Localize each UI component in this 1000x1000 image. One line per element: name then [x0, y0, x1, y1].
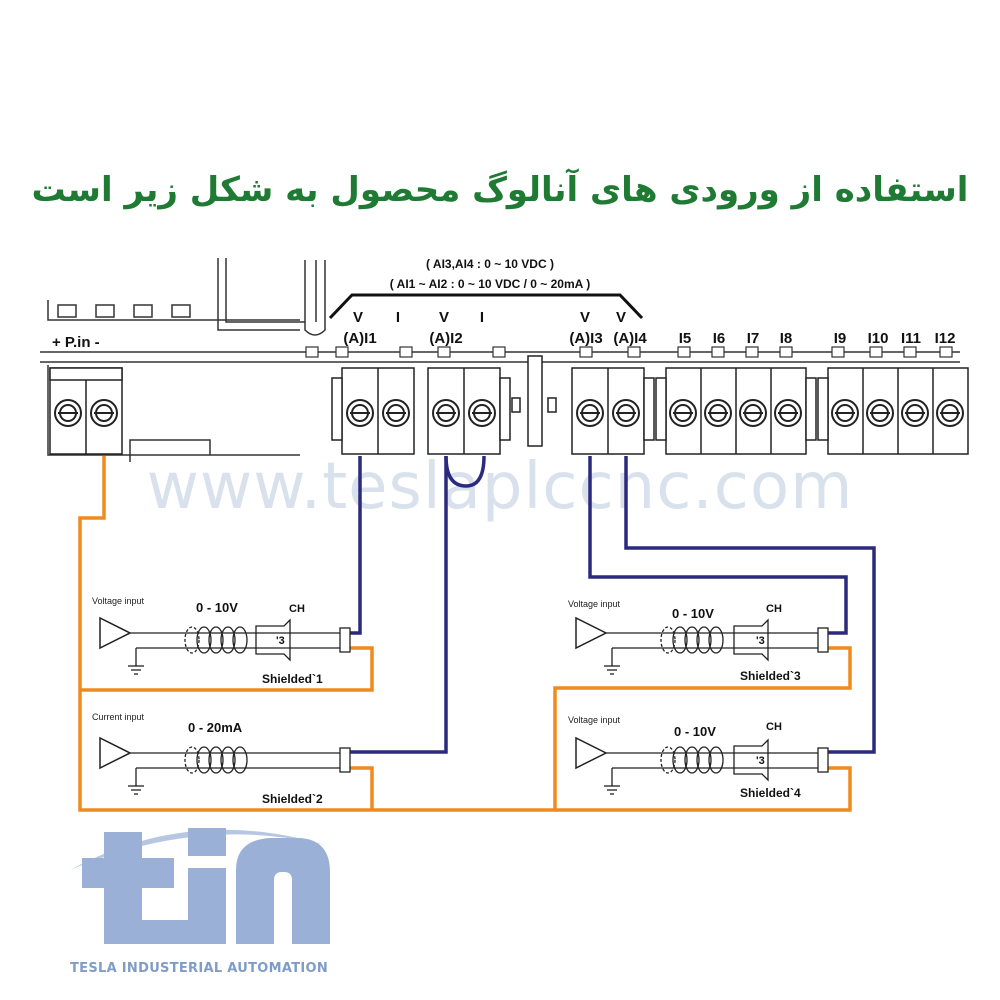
terminal-label: (A)I3 [569, 330, 602, 347]
sensor-type-label: Voltage input [92, 596, 145, 606]
watermark-text: www.teslaplccnc.com [147, 450, 854, 524]
sensor-amplifier-icon [575, 736, 608, 770]
sensor-current-2: Current input 0 - 20mA Shielded`2 [92, 712, 351, 806]
range-note-ai34: ( AI3,AI4 : 0 ~ 10 VDC ) [426, 257, 554, 271]
terminal-label: I11 [901, 330, 921, 347]
terminal-label: (A)I1 [343, 330, 376, 347]
sensor-type-label: Voltage input [568, 715, 621, 725]
sensor-range-label: 0 - 10V [672, 606, 714, 621]
sub-labels: V I V I V V [353, 309, 626, 326]
sensor-range-label: 0 - 10V [196, 600, 238, 615]
channel-label: CH [766, 603, 782, 615]
range-note-ai12: ( AI1 ~ AI2 : 0 ~ 10 VDC / 0 ~ 20mA ) [390, 277, 590, 291]
sensor-voltage-4: Voltage input 0 - 10V CH '3 Shielded`4 [568, 715, 829, 800]
shield-label: Shielded`1 [262, 672, 323, 686]
terminal-label: I8 [780, 330, 793, 347]
terminal-label: I7 [747, 330, 760, 347]
node-label: '3 [756, 635, 765, 647]
terminal-label: (A)I4 [613, 330, 647, 347]
rail-tabs [305, 346, 953, 358]
shield-label: Shielded`4 [740, 786, 801, 800]
sensor-voltage-1: Voltage input 0 - 10V CH '3 Shielded`1 [92, 596, 351, 686]
channel-label: CH [766, 721, 782, 733]
channel-label: CH [289, 603, 305, 615]
sensor-range-label: 0 - 10V [674, 724, 716, 739]
terminal-label: I10 [868, 330, 889, 347]
sensor-range-label: 0 - 20mA [188, 720, 243, 735]
sensor-amplifier-icon [575, 616, 608, 650]
sub-label: I [480, 309, 484, 326]
common-wires [78, 456, 852, 812]
sensor-type-label: Current input [92, 712, 145, 722]
sensor-amplifier-icon [99, 616, 132, 650]
page-title: استفاده از ورودی های آنالوگ محصول به شکل… [31, 170, 969, 210]
sub-label: V [439, 309, 449, 326]
sensor-type-label: Voltage input [568, 599, 621, 609]
node-label: '3 [276, 635, 285, 647]
separator-marker [511, 397, 521, 413]
signal-wires [350, 455, 876, 754]
shield-label: Shielded`3 [740, 669, 801, 683]
shield-label: Shielded`2 [262, 792, 323, 806]
logo-mark [82, 828, 330, 944]
terminal-label: I9 [834, 330, 847, 347]
logo-text: TESLA INDUSTERIAL AUTOMATION [70, 961, 328, 976]
sub-label: V [580, 309, 590, 326]
terminal-label: I5 [679, 330, 692, 347]
analog-bracket [328, 293, 644, 320]
sub-label: I [396, 309, 400, 326]
terminal-label: I6 [713, 330, 726, 347]
sub-label: V [353, 309, 363, 326]
terminal-label: (A)I2 [429, 330, 462, 347]
screw-heads [54, 399, 964, 427]
separator-marker [547, 397, 557, 413]
company-logo: TESLA INDUSTERIAL AUTOMATION [70, 828, 330, 976]
sensor-voltage-3: Voltage input 0 - 10V CH '3 Shielded`3 [568, 599, 829, 683]
sensor-amplifier-icon [99, 736, 132, 770]
sub-label: V [616, 309, 626, 326]
terminal-label: I12 [935, 330, 956, 347]
power-input-label: + P.in - [52, 334, 100, 351]
terminal-labels: (A)I1 (A)I2 (A)I3 (A)I4 I5 I6 I7 I8 I9 I… [343, 330, 955, 347]
node-label: '3 [756, 755, 765, 767]
